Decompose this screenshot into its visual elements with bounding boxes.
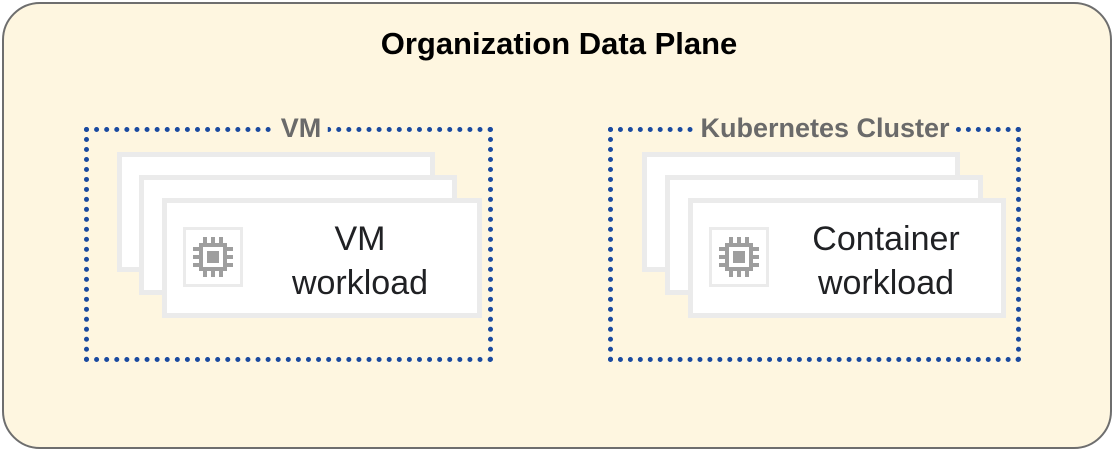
vm-workload-line1: VM xyxy=(334,220,386,258)
cpu-chip-icon xyxy=(709,227,769,287)
vm-workload-card: VM workload xyxy=(162,198,482,318)
kubernetes-cluster-label: Kubernetes Cluster xyxy=(694,112,956,144)
cpu-chip-icon xyxy=(183,227,243,287)
vm-workload-line2: workload xyxy=(291,264,429,302)
container-workload-card: Container workload xyxy=(688,198,1006,318)
plane-title: Organization Data Plane xyxy=(380,26,738,61)
kubernetes-cluster-group: Kubernetes Cluster xyxy=(608,112,1021,362)
container-workload-line2: workload xyxy=(817,264,955,302)
container-workload-line1: Container xyxy=(812,220,960,258)
vm-group-label: VM xyxy=(274,112,328,144)
vm-group: VM xyxy=(84,112,493,362)
